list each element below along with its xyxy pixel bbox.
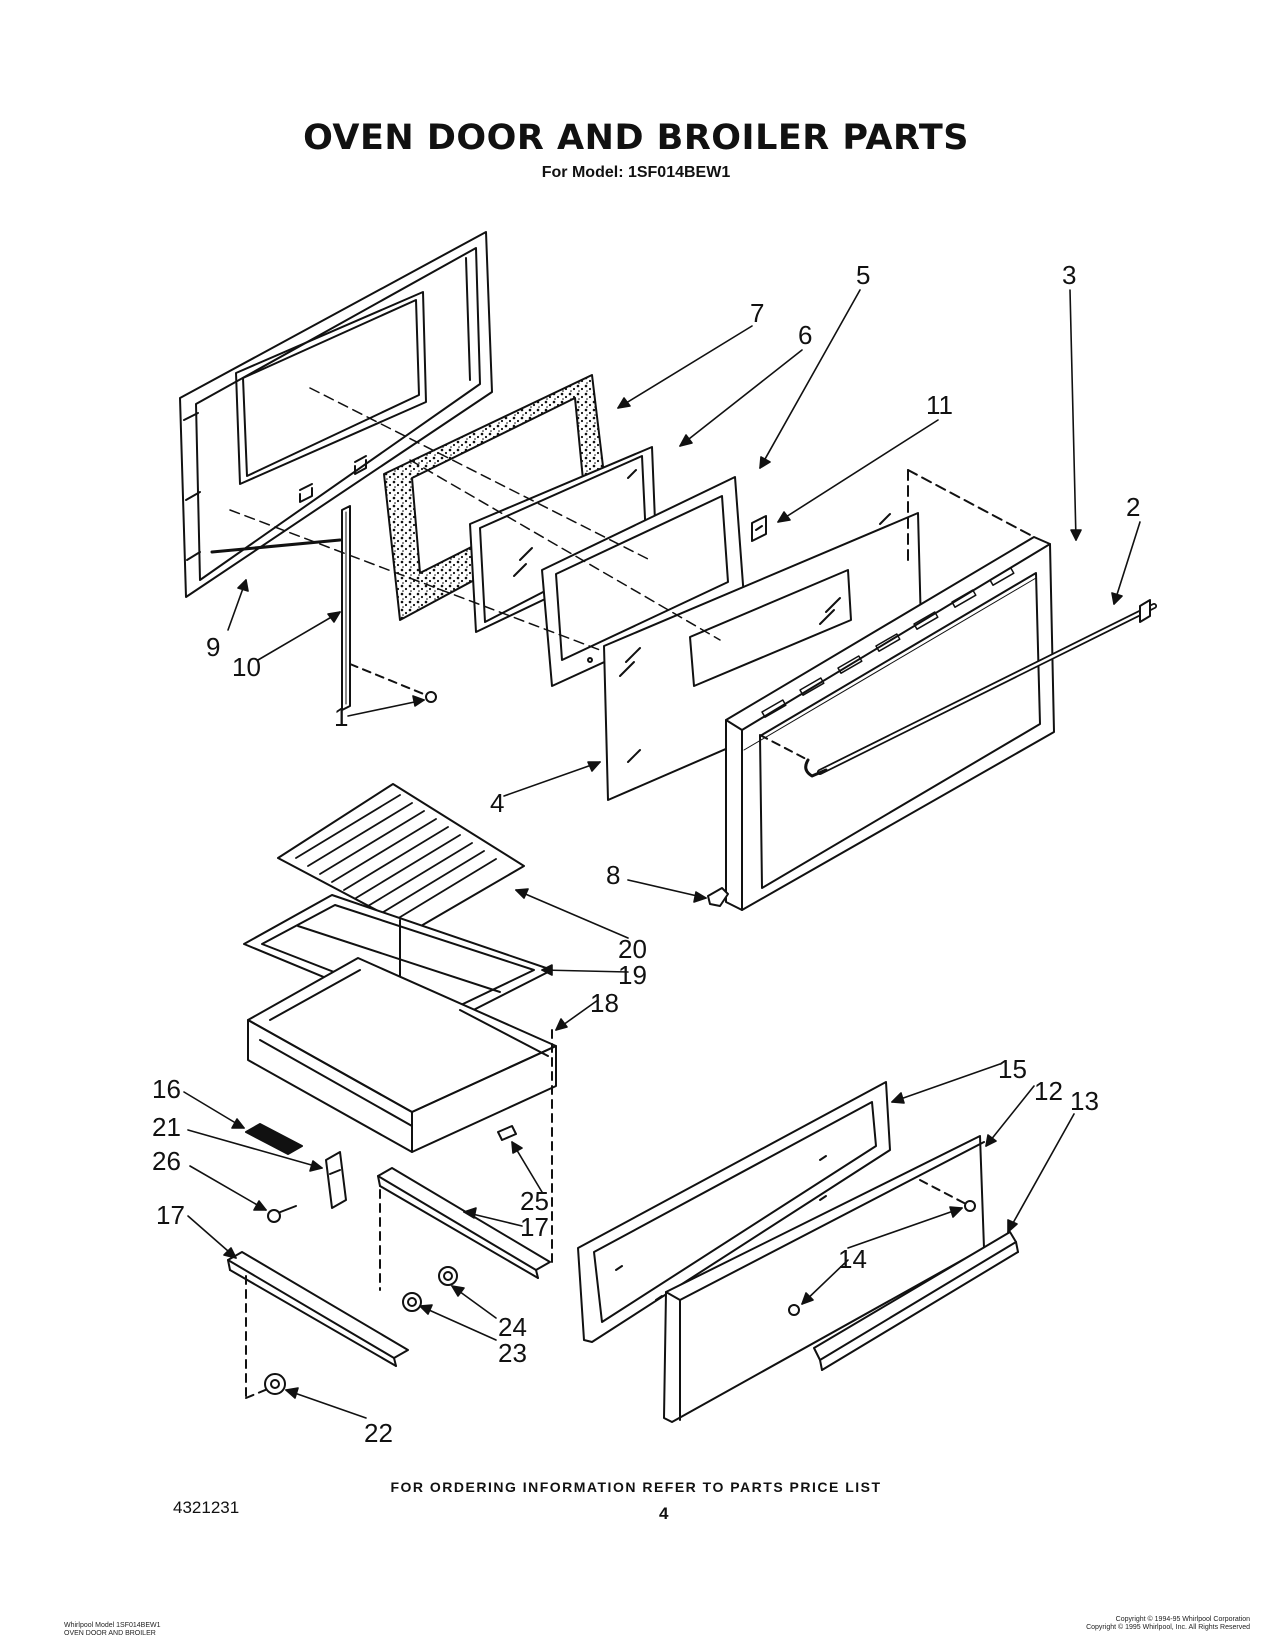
callout-10: 10 [232,652,261,682]
callout-16: 16 [152,1074,181,1104]
callout-18: 18 [590,988,619,1018]
door-handle [759,599,1157,778]
callout-20: 20 [618,934,647,964]
hinge-strip [341,505,351,711]
broiler-pan [247,957,557,1153]
callout-23: 23 [498,1338,527,1368]
callout-25: 25 [520,1186,549,1216]
callout-22: 22 [364,1418,393,1448]
callout-15: 15 [998,1054,1027,1084]
callout-9: 9 [206,632,220,662]
screw-26 [267,1205,297,1223]
callout-3: 3 [1062,260,1076,290]
callout-26: 26 [152,1146,181,1176]
screw-1 [349,663,437,703]
outer-door-panel [725,469,1055,911]
callout-6: 6 [798,320,812,350]
small-print-right-line2: Copyright © 1995 Whirlpool, Inc. All Rig… [1086,1624,1250,1631]
ordering-note: FOR ORDERING INFORMATION REFER TO PARTS … [390,1479,882,1495]
callout-12: 12 [1034,1076,1063,1106]
small-print-left: Whirlpool Model 1SF014BEW1 OVEN DOOR AND… [64,1622,161,1638]
callout-19: 19 [618,960,647,990]
callout-1: 1 [334,702,348,732]
fasteners-14 [788,1179,976,1316]
roller-22 [264,1373,286,1395]
model-subtitle: For Model: 1SF014BEW1 [541,164,731,181]
callout-14: 14 [838,1244,867,1274]
clip-25 [497,1125,517,1141]
drawer-back-panel [577,1081,891,1343]
page-title: OVEN DOOR AND BROILER PARTS [303,118,969,158]
callout-24: 24 [498,1312,527,1342]
callout-2: 2 [1126,492,1140,522]
page-number: 4 [659,1504,669,1523]
callout-17b: 17 [520,1212,549,1242]
rollers-23-24 [402,1266,458,1312]
bracket-21 [325,1151,347,1209]
inner-door-panel [179,231,493,598]
callout-21: 21 [152,1112,181,1142]
callout-17a: 17 [156,1200,185,1230]
drawer-front [663,1135,985,1423]
broiler-grid [277,783,525,931]
small-print-right: Copyright © 1994-95 Whirlpool Corporatio… [1086,1616,1250,1632]
callout-11: 11 [926,390,953,420]
callout-8: 8 [606,860,620,890]
part-code: 4321231 [173,1498,240,1517]
small-print-left-line2: OVEN DOOR AND BROILER [64,1630,156,1637]
slide-rail-left [227,1251,409,1399]
bracket-11 [751,515,767,542]
small-print-left-line1: Whirlpool Model 1SF014BEW1 [64,1622,161,1629]
callout-7: 7 [750,298,764,328]
callout-13: 13 [1070,1086,1099,1116]
callout-4: 4 [490,788,504,818]
vent-16 [245,1123,303,1155]
small-print-right-line1: Copyright © 1994-95 Whirlpool Corporatio… [1115,1616,1250,1623]
callout-5: 5 [856,260,870,290]
clip-8 [707,887,729,907]
drawer-trim [813,1231,1019,1371]
slide-rail-right [377,1029,553,1291]
